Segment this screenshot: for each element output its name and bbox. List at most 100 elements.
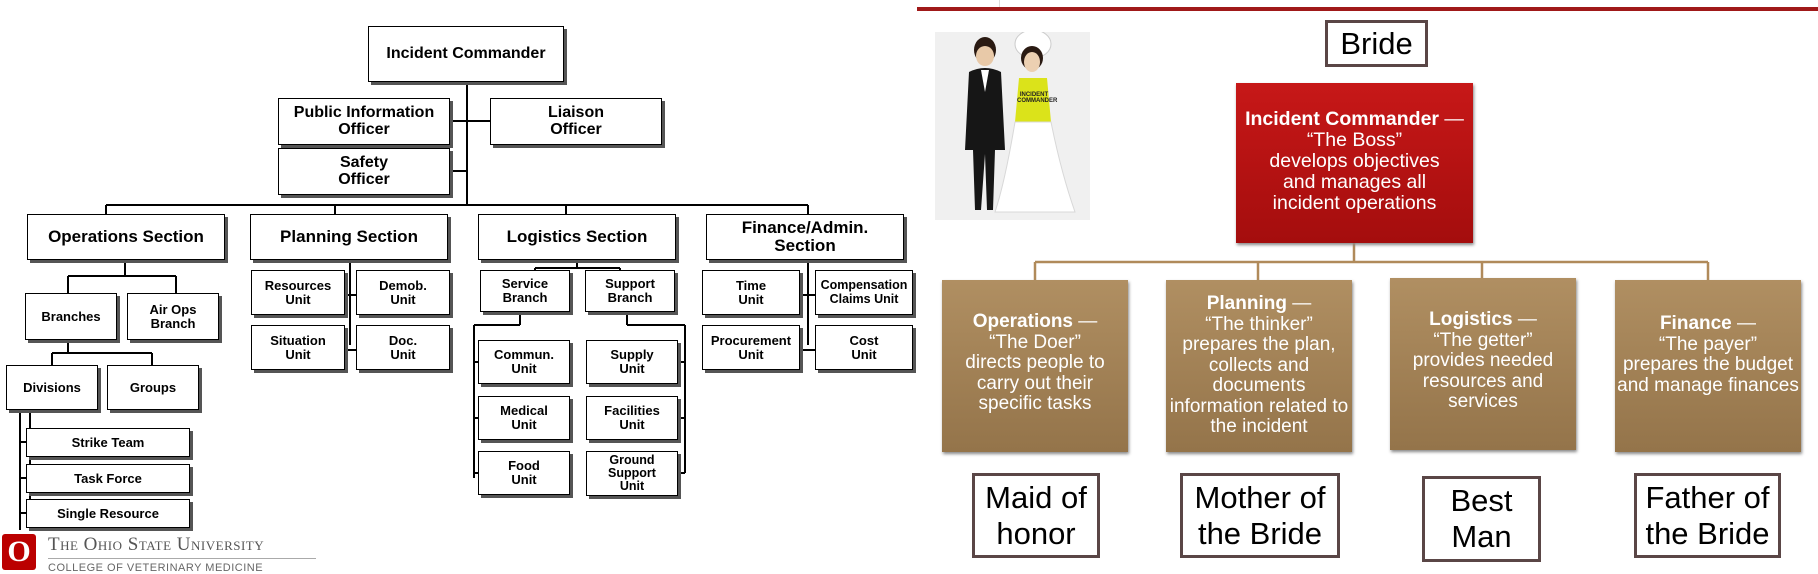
food-unit-box: Food Unit (478, 451, 570, 495)
branches-label: Branches (41, 308, 101, 324)
operations-title-text: Operations (972, 311, 1074, 332)
situation-unit-label: Situation Unit (270, 332, 326, 362)
medical-unit-box: Medical Unit (478, 396, 570, 440)
top-red-rule (917, 7, 1818, 11)
single-resource-box: Single Resource (26, 499, 190, 528)
liaison-officer-label: Liaison Officer (547, 103, 604, 138)
public-information-officer-label: Public Information Officer (293, 103, 435, 138)
cost-unit-label: Cost Unit (849, 332, 879, 362)
strike-team-box: Strike Team (26, 428, 190, 457)
logistics-card: Logistics — “The getter” provides needed… (1390, 278, 1576, 450)
ground-support-unit-label: Ground Support Unit (608, 452, 656, 494)
wedding-couple-photo: INCIDENT COMMANDER (935, 32, 1090, 220)
operations-title: Operations — (972, 311, 1098, 332)
bride-box: Bride (1325, 20, 1428, 67)
doc-unit-box: Doc. Unit (356, 325, 450, 370)
incident-commander-title: Incident Commander — (1236, 108, 1473, 130)
air-ops-branch-box: Air Ops Branch (127, 293, 219, 340)
finance-nickname: “The payer” (1658, 333, 1758, 355)
finance-title: Finance — (1659, 313, 1757, 334)
logistics-title: Logistics — (1429, 309, 1537, 330)
compensation-claims-unit-box: Compensation Claims Unit (815, 270, 913, 315)
task-force-box: Task Force (26, 464, 190, 493)
service-branch-label: Service Branch (501, 276, 549, 305)
university-logo: O The Ohio State University COLLEGE OF V… (0, 532, 340, 574)
org-chart-connectors (19, 82, 815, 530)
incident-commander-nickname: “The Boss” (1306, 129, 1403, 152)
college-name: COLLEGE OF VETERINARY MEDICINE (48, 562, 264, 574)
planning-section-box: Planning Section (250, 214, 448, 260)
safety-officer-label: Safety Officer (338, 153, 390, 188)
ic-title-text: Incident Commander (1245, 108, 1440, 130)
support-branch-label: Support Branch (605, 276, 655, 305)
maid-of-honor-box: Maid of honor (972, 473, 1100, 558)
air-ops-branch-label: Air Ops Branch (149, 301, 197, 331)
planning-title-text: Planning (1206, 293, 1287, 314)
doc-unit-label: Doc. Unit (388, 332, 418, 362)
incident-commander-card: Incident Commander — “The Boss” develops… (1236, 83, 1473, 243)
demob-unit-label: Demob. Unit (379, 277, 427, 307)
liaison-officer-box: Liaison Officer (490, 98, 662, 145)
best-man-box: Best Man (1422, 476, 1541, 562)
logistics-section-label: Logistics Section (506, 227, 648, 247)
commun-unit-label: Commun. Unit (494, 347, 554, 376)
operations-section-box: Operations Section (27, 214, 225, 260)
mother-of-the-bride-label: Mother of the Bride (1194, 479, 1326, 551)
slide-guide-line (999, 0, 1000, 7)
facilities-unit-box: Facilities Unit (586, 396, 678, 440)
procurement-unit-box: Procurement Unit (702, 325, 800, 370)
logistics-title-text: Logistics (1429, 309, 1513, 330)
incident-commander-description: develops objectives and manages all inci… (1269, 150, 1440, 215)
supply-unit-label: Supply Unit (610, 347, 654, 376)
planning-card: Planning — “The thinker” prepares the pl… (1166, 280, 1352, 452)
operations-nickname: “The Doer” (989, 331, 1081, 353)
time-unit-label: Time Unit (735, 277, 767, 307)
compensation-claims-unit-label: Compensation Claims Unit (820, 278, 908, 306)
supply-unit-box: Supply Unit (586, 340, 678, 384)
mother-of-the-bride-box: Mother of the Bride (1180, 473, 1340, 558)
single-resource-label: Single Resource (57, 505, 159, 521)
safety-officer-box: Safety Officer (278, 148, 450, 195)
wedding-analogy-chart: INCIDENT COMMANDER Bride Incident Comman… (917, 0, 1818, 571)
divisions-label: Divisions (23, 379, 81, 395)
university-name: The Ohio State University (48, 534, 265, 555)
operations-description: directs people to carry out their specif… (965, 352, 1105, 415)
task-force-label: Task Force (74, 470, 142, 486)
planning-description: prepares the plan, collects and document… (1169, 334, 1349, 438)
cost-unit-box: Cost Unit (815, 325, 913, 370)
service-branch-box: Service Branch (480, 270, 570, 312)
branches-box: Branches (25, 293, 117, 340)
groups-label: Groups (129, 379, 177, 395)
resources-unit-box: Resources Unit (251, 270, 345, 315)
public-information-officer-box: Public Information Officer (278, 98, 450, 145)
support-branch-box: Support Branch (585, 270, 675, 312)
incident-commander-box: Incident Commander (368, 26, 564, 82)
facilities-unit-label: Facilities Unit (604, 403, 660, 432)
medical-unit-label: Medical Unit (500, 403, 548, 432)
father-of-the-bride-box: Father of the Bride (1634, 473, 1781, 558)
wedding-cake-topper-icon (935, 32, 1090, 220)
operations-section-label: Operations Section (48, 227, 204, 247)
finance-title-text: Finance (1659, 313, 1732, 334)
groups-box: Groups (107, 365, 199, 410)
logistics-nickname: “The getter” (1433, 329, 1533, 351)
maid-of-honor-label: Maid of honor (985, 479, 1087, 551)
vest-text: INCIDENT COMMANDER (1017, 92, 1058, 104)
best-man-label: Best Man (1450, 483, 1513, 554)
finance-description: prepares the budget and manage finances (1617, 354, 1799, 396)
procurement-unit-label: Procurement Unit (710, 332, 792, 362)
planning-title: Planning — (1206, 293, 1312, 314)
father-of-the-bride-label: Father of the Bride (1645, 479, 1770, 551)
divisions-box: Divisions (6, 365, 98, 410)
food-unit-label: Food Unit (508, 458, 540, 487)
operations-card: Operations — “The Doer” directs people t… (942, 280, 1128, 452)
commun-unit-box: Commun. Unit (478, 340, 570, 384)
ground-support-unit-box: Ground Support Unit (586, 451, 678, 496)
ics-org-chart: Incident Commander Public Information Of… (0, 26, 913, 574)
logistics-description: provides needed resources and services (1412, 350, 1554, 413)
strike-team-label: Strike Team (71, 434, 145, 450)
finance-card: Finance — “The payer” prepares the budge… (1615, 280, 1801, 452)
bride-label: Bride (1340, 25, 1413, 61)
block-o-logo-icon: O (2, 534, 36, 570)
time-unit-box: Time Unit (702, 270, 800, 315)
